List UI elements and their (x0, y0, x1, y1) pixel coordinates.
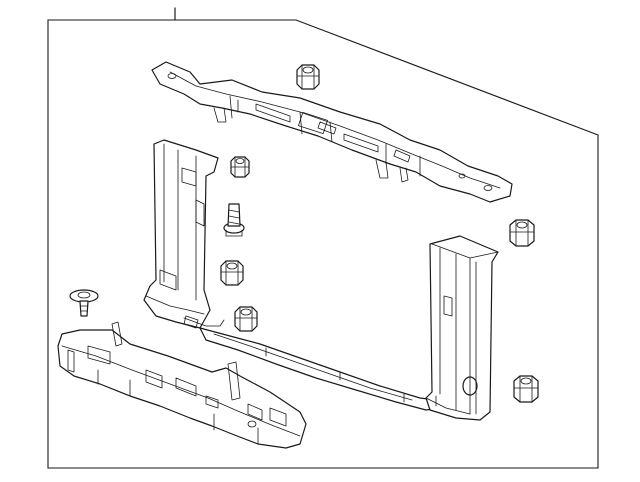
push-pin-clip (69, 289, 99, 317)
nut-upper (296, 64, 320, 90)
lower-air-deflector (57, 321, 307, 449)
lower-tie-bar (199, 327, 441, 411)
nut-mid-left (230, 156, 250, 178)
nut-right-upper (509, 219, 535, 247)
nut-right-lower (513, 375, 539, 403)
nut-center-lower (234, 306, 258, 332)
left-side-support (143, 139, 225, 329)
bolt (223, 203, 245, 237)
nut-center-upper (220, 260, 244, 286)
right-side-support (425, 235, 499, 421)
upper-tie-bar (151, 61, 513, 203)
